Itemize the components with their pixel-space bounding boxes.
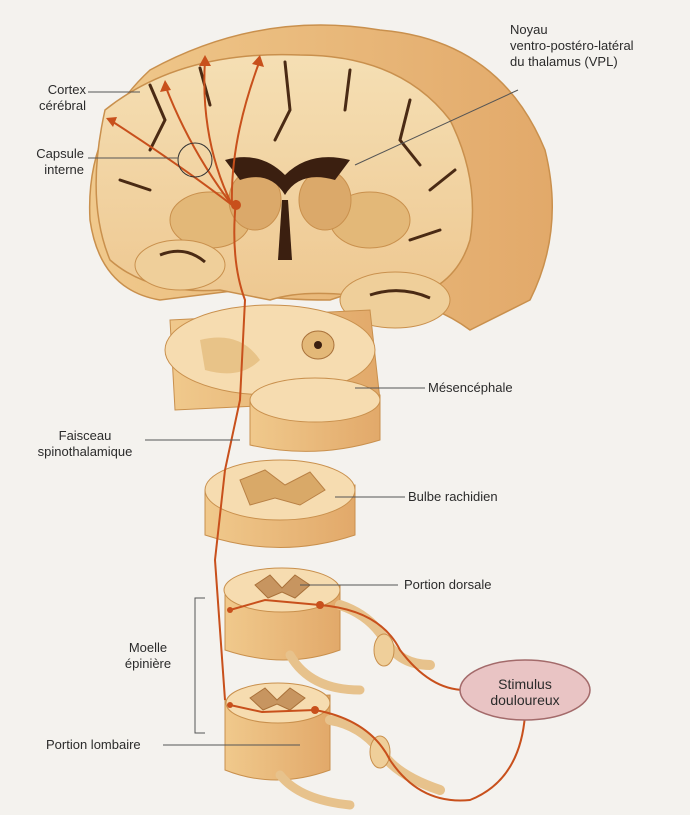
third-ventricle xyxy=(278,200,292,260)
stimulus-bubble xyxy=(459,659,591,721)
label-stimulus-line1: Stimulus xyxy=(498,676,552,692)
label-moelle-epiniere: Moelle épinière xyxy=(108,640,188,672)
label-moelle-line1: Moelle xyxy=(128,640,168,655)
label-noyau-vpl: Noyau ventro-postéro-latéral du thalamus… xyxy=(510,22,634,70)
label-moelle-line2: épinière xyxy=(124,656,172,671)
medulla-section xyxy=(204,459,356,548)
label-noyau-line1: Noyau xyxy=(510,22,548,37)
label-portion-dorsale: Portion dorsale xyxy=(404,577,492,592)
label-cortex-line1: Cortex xyxy=(47,82,86,97)
spinal-cord-dorsal-section xyxy=(223,567,435,695)
label-portion-lombaire: Portion lombaire xyxy=(46,737,141,752)
label-capsule-line1: Capsule xyxy=(36,146,84,161)
left-temporal-lobe xyxy=(134,239,226,291)
label-faisceau-line2: spinothalamique xyxy=(37,444,133,459)
spinal-cord-lumbar-section xyxy=(224,682,445,810)
pathway-nodes xyxy=(227,200,324,714)
label-noyau-line2: ventro-postéro-latéral xyxy=(510,38,634,53)
cerebrum-section xyxy=(88,24,553,331)
leader-lines xyxy=(88,89,519,746)
label-faisceau-spinothalamique: Faisceau spinothalamique xyxy=(28,428,142,460)
internal-capsule-circle xyxy=(177,142,213,178)
midbrain-section xyxy=(164,304,381,452)
label-cortex-cerebral: Cortex cérébral xyxy=(30,82,86,114)
deep-nuclei xyxy=(169,169,411,249)
label-capsule-line2: interne xyxy=(44,162,84,177)
label-stimulus-douloureux: Stimulus douloureux xyxy=(462,676,588,708)
lateral-ventricles xyxy=(225,157,350,195)
label-capsule-interne: Capsule interne xyxy=(22,146,84,178)
cortex-arrowheads xyxy=(106,55,264,127)
label-mesencephale: Mésencéphale xyxy=(428,380,513,395)
cerebrum-sulci xyxy=(118,60,457,242)
label-stimulus-line2: douloureux xyxy=(490,692,560,708)
label-cortex-line2: cérébral xyxy=(39,98,86,113)
label-bulbe-rachidien: Bulbe rachidien xyxy=(408,489,498,504)
label-faisceau-line1: Faisceau xyxy=(58,428,112,443)
spinothalamic-pathway xyxy=(109,59,526,802)
label-noyau-line3: du thalamus (VPL) xyxy=(510,54,618,69)
